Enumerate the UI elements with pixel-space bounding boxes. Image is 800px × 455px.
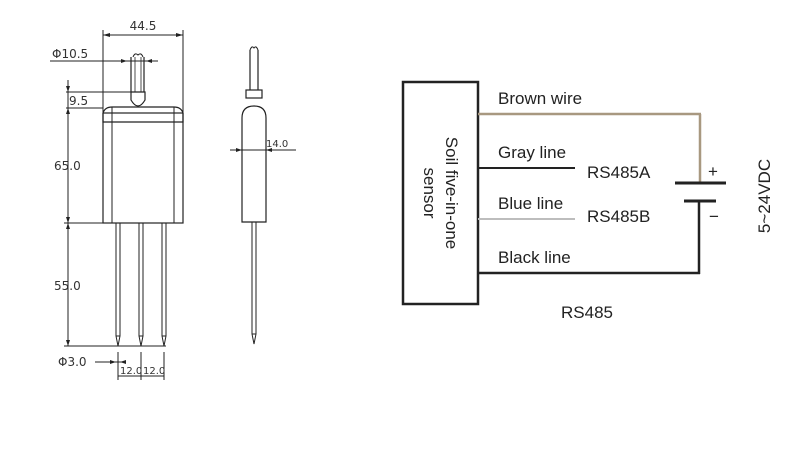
- rs485b-label: RS485B: [587, 207, 650, 226]
- wiring-diagram: Soil five-in-one sensor Brown wire Gray …: [401, 80, 774, 322]
- plus-sign: +: [708, 162, 718, 181]
- front-view: 44.5 Φ10.5 9.5 65.0: [50, 19, 184, 380]
- dim-width-total: 44.5: [130, 19, 157, 33]
- dim-side-thickness: 14.0: [266, 139, 288, 150]
- rs485a-label: RS485A: [587, 163, 651, 182]
- gray-line-label: Gray line: [498, 143, 566, 162]
- arrow-icon: [176, 33, 183, 37]
- probes: [115, 223, 167, 347]
- dim-body-height: 65.0: [54, 159, 81, 173]
- dim-probe-length: 55.0: [54, 279, 81, 293]
- brown-wire-label: Brown wire: [498, 89, 582, 108]
- dim-probe-spacing-1: 12.0: [120, 366, 142, 377]
- blue-line-label: Blue line: [498, 194, 563, 213]
- supply-voltage-label: 5~24VDC: [755, 159, 774, 233]
- rs485-caption: RS485: [561, 303, 613, 322]
- sensor-body: [102, 112, 184, 224]
- arrow-icon: [103, 33, 110, 37]
- dim-probe-diameter: Φ3.0: [58, 355, 87, 369]
- dim-cable-diameter: Φ10.5: [52, 47, 88, 61]
- sensor-label-line1: Soil five-in-one: [442, 137, 461, 249]
- sensor-box: [401, 80, 480, 306]
- minus-sign: −: [709, 207, 719, 226]
- dim-cable-height: 9.5: [69, 94, 88, 108]
- side-view: 14.0: [230, 46, 296, 345]
- dim-probe-spacing-2: 12.0: [143, 366, 165, 377]
- black-line-label: Black line: [498, 248, 571, 267]
- sensor-label-line2: sensor: [420, 167, 439, 218]
- side-body: [241, 105, 267, 223]
